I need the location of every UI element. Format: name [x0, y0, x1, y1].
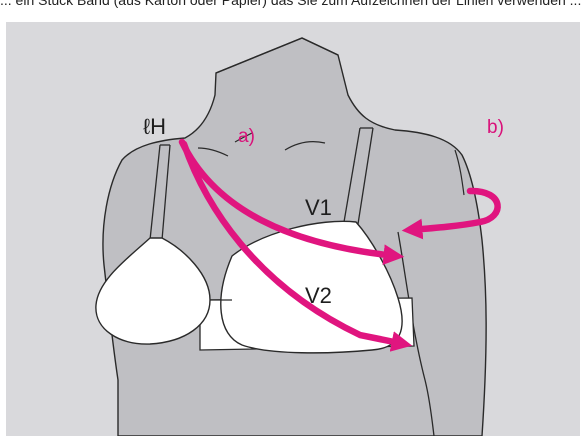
- label-point-a: a): [238, 126, 255, 147]
- label-point-b: b): [487, 117, 504, 138]
- label-v2: V2: [305, 283, 332, 308]
- label-v1: V1: [305, 195, 332, 220]
- label-h-point: ℓH: [143, 114, 166, 139]
